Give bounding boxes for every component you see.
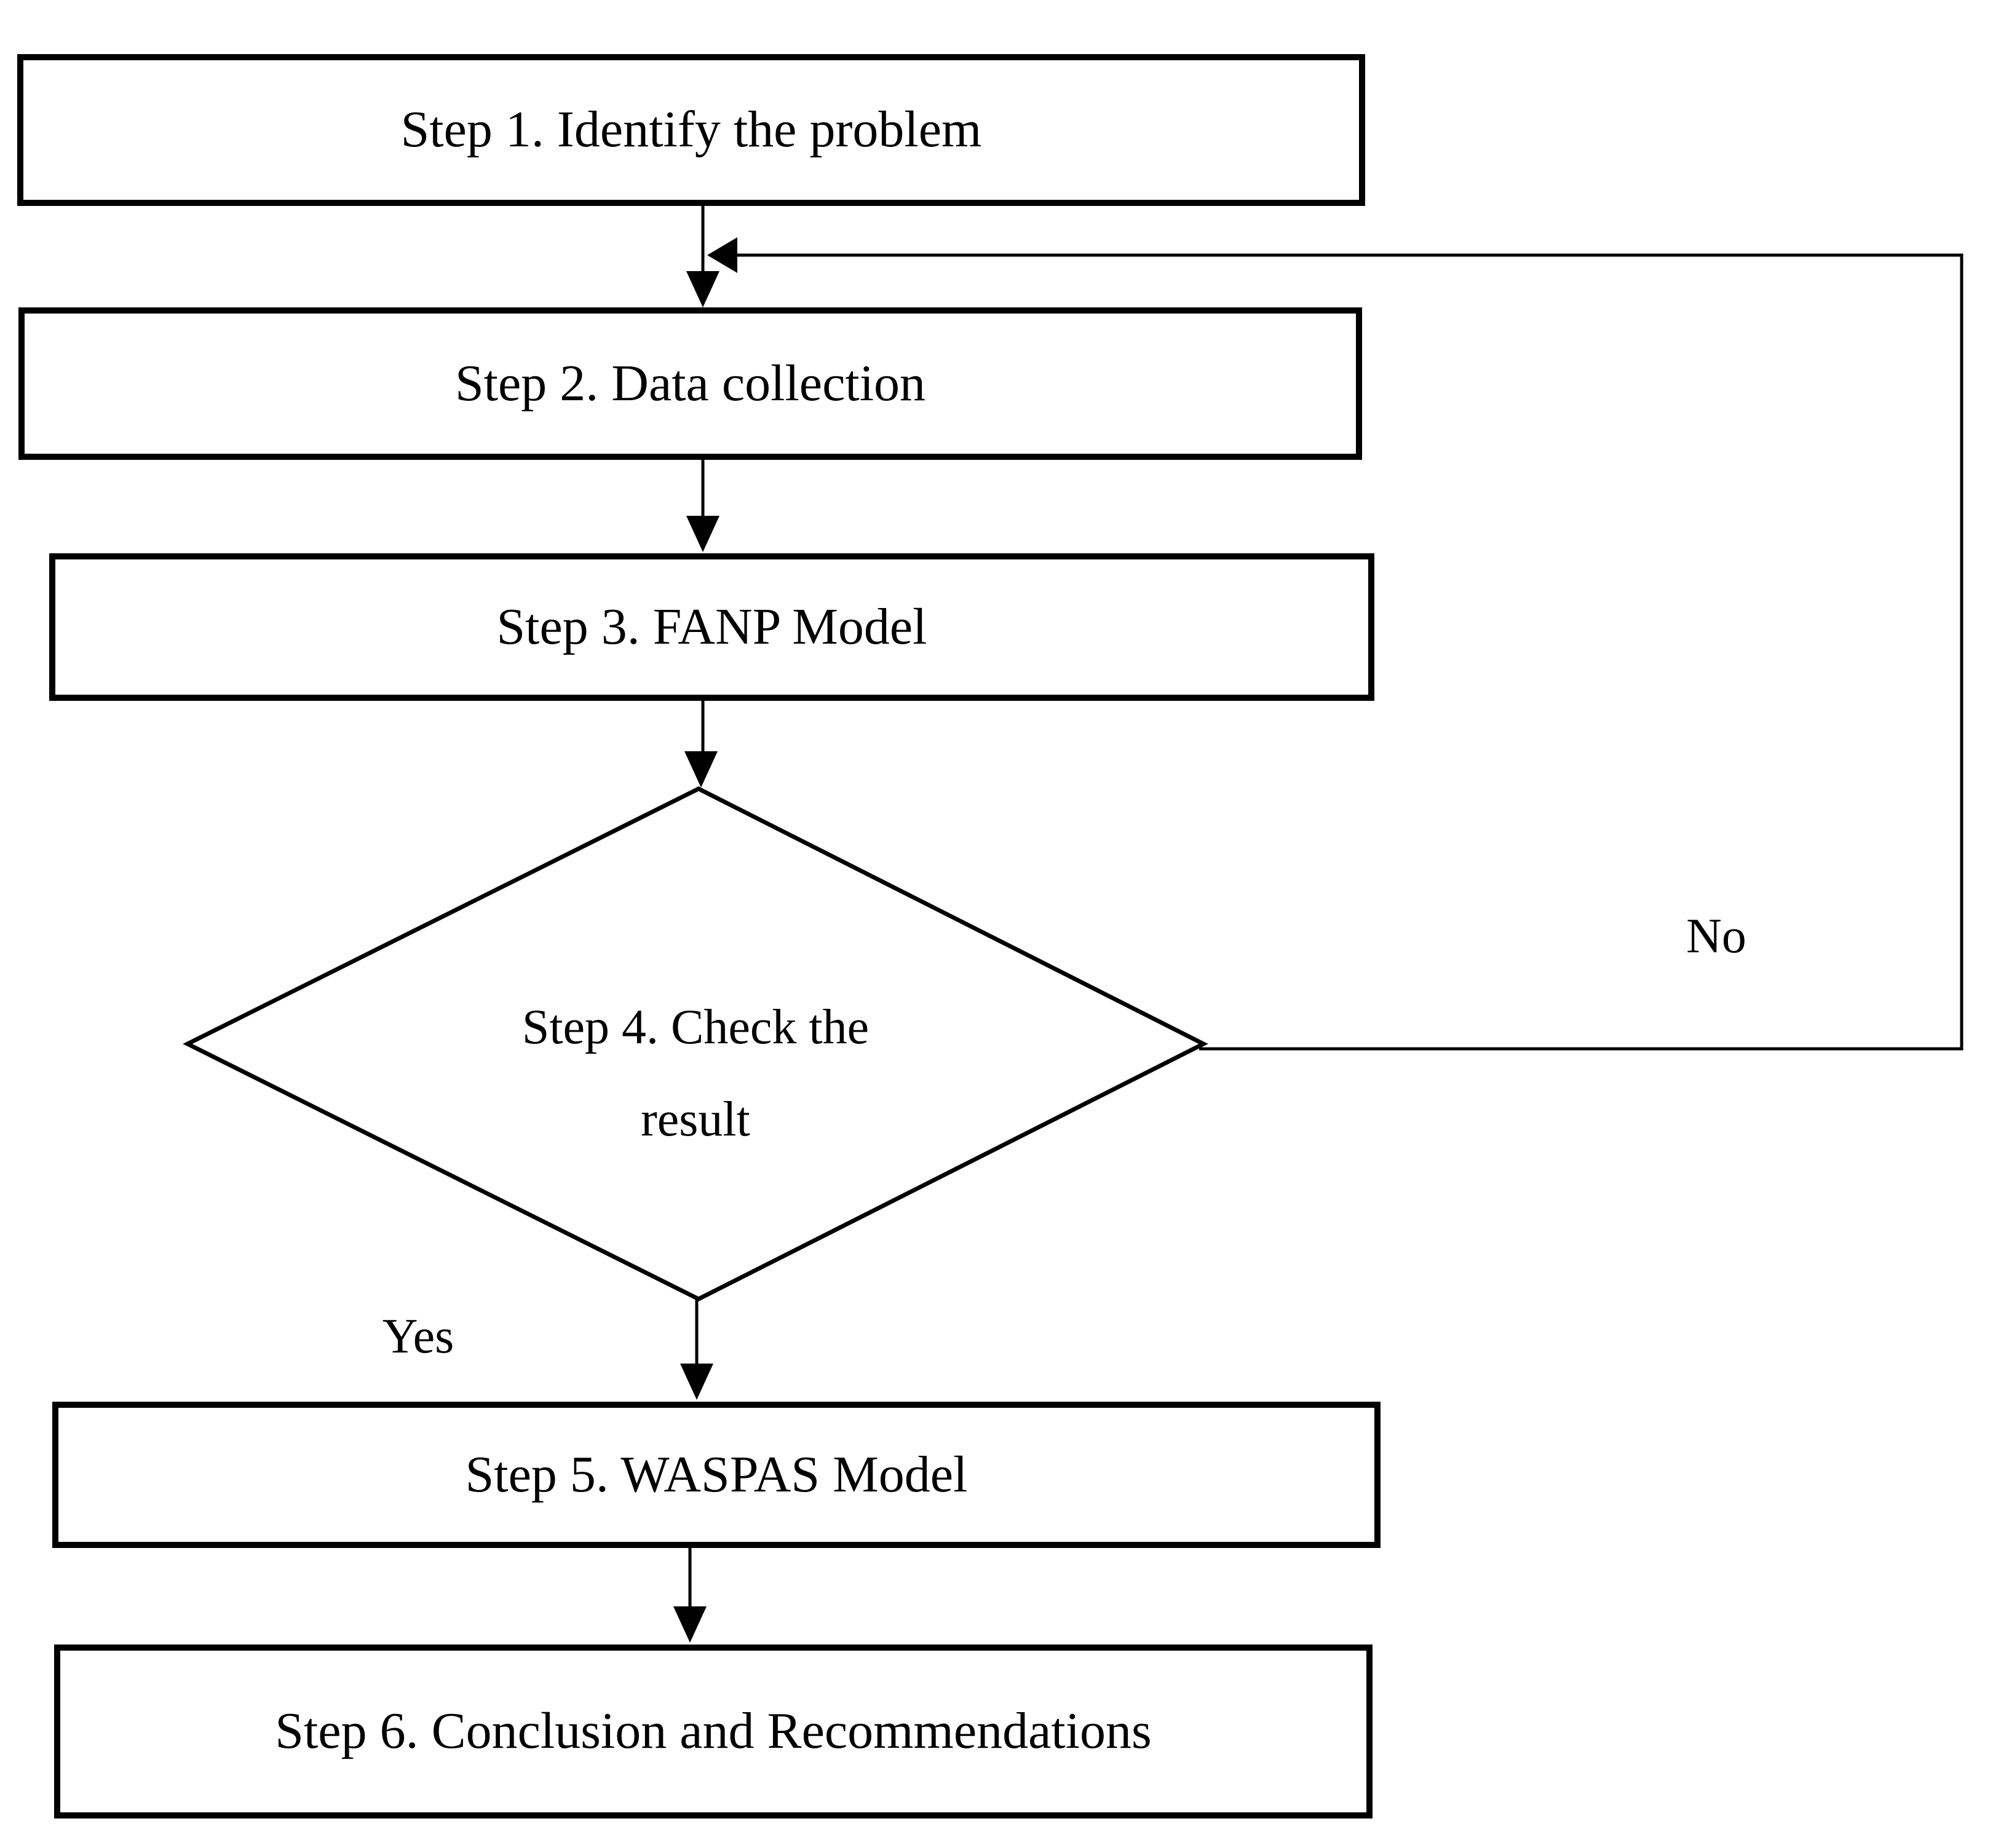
step1-label: Step 1. Identify the problem [400, 101, 982, 159]
arrowhead-down-into-step5-icon [680, 1364, 713, 1400]
yes-edge-label: Yes [382, 1309, 454, 1364]
arrowhead-down-into-step4-icon [684, 751, 718, 788]
step3-label: Step 3. FANP Model [496, 598, 927, 655]
step5-process-box: Step 5. WASPAS Model [52, 1402, 1381, 1548]
arrowhead-down-into-step2-icon [686, 271, 719, 307]
step4-label-line1: Step 4. Check the [521, 1000, 870, 1054]
step5-label: Step 5. WASPAS Model [465, 1445, 968, 1503]
step4-decision-label: Step 4. Check the result [188, 789, 1203, 1299]
arrowhead-down-into-step3-icon [686, 516, 719, 552]
step6-label: Step 6. Conclusion and Recommendations [275, 1702, 1152, 1760]
step1-process-box: Step 1. Identify the problem [17, 54, 1365, 206]
no-edge-label: No [1686, 909, 1746, 963]
arrowhead-left-no-loop-icon [707, 237, 737, 273]
step6-process-box: Step 6. Conclusion and Recommendations [54, 1645, 1373, 1818]
step2-label: Step 2. Data collection [454, 354, 926, 412]
step3-process-box: Step 3. FANP Model [49, 553, 1374, 701]
step4-label-line2: result [641, 1092, 750, 1147]
no-feedback-loop-line [737, 253, 1963, 1051]
step4-decision-diamond-shape [183, 786, 1208, 1301]
arrowhead-down-into-step6-icon [673, 1606, 707, 1643]
step2-process-box: Step 2. Data collection [18, 307, 1362, 460]
